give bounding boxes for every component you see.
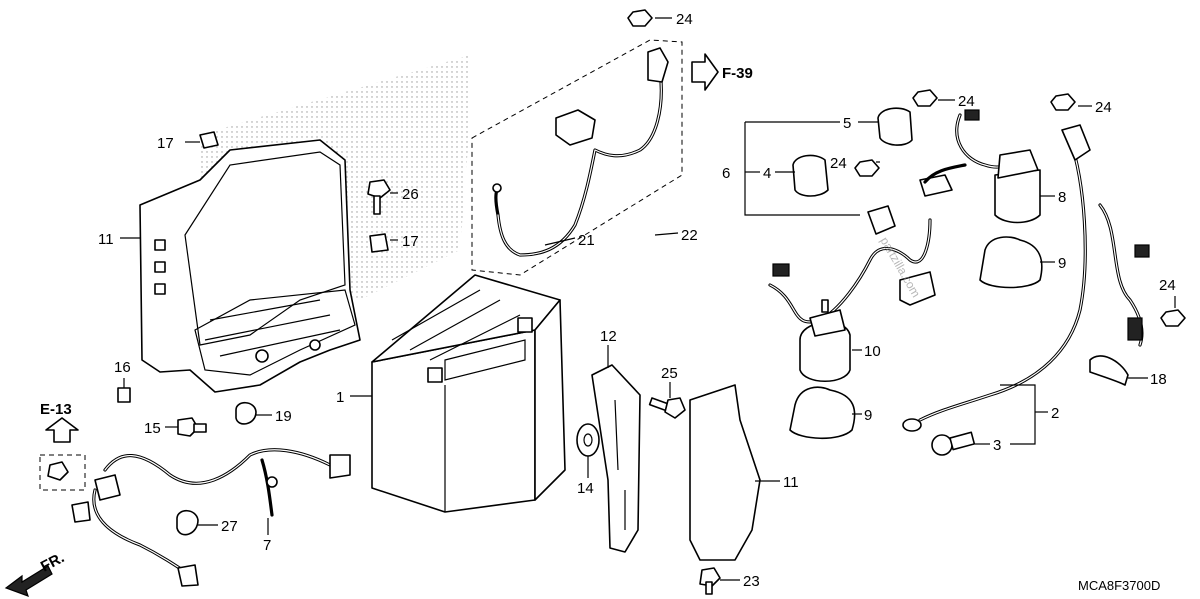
battery-box-inner <box>184 151 346 346</box>
callout: 24 <box>958 93 975 110</box>
grommet-14 <box>576 423 600 457</box>
callout: 4 <box>763 165 771 182</box>
bolt-26 <box>367 179 391 215</box>
callout: 12 <box>600 328 617 345</box>
band-18 <box>1089 355 1129 386</box>
callout: 24 <box>676 11 693 28</box>
battery <box>371 274 566 513</box>
relay-cover-bottom <box>789 386 856 440</box>
grommet-17a <box>199 131 219 149</box>
callout: 27 <box>221 518 238 535</box>
callout: 18 <box>1150 371 1167 388</box>
band-27 <box>176 509 199 536</box>
nuts-24 <box>627 9 1186 327</box>
e13-box <box>39 454 86 491</box>
callout: 16 <box>114 359 131 376</box>
battery-box-floor <box>194 289 356 376</box>
sub-harness <box>71 448 351 587</box>
callout: 6 <box>722 165 730 182</box>
callout: 8 <box>1058 189 1066 206</box>
callout: 24 <box>1095 99 1112 116</box>
callout: 9 <box>1058 255 1066 272</box>
battery-box <box>139 139 361 393</box>
callouts: 24 24 24 24 24 5 6 4 8 9 10 9 2 3 18 11 … <box>98 11 1176 590</box>
callout: 1 <box>336 389 344 406</box>
callout: 17 <box>157 135 174 152</box>
callout: 11 <box>783 474 799 491</box>
callout: 25 <box>661 365 678 382</box>
callout: 24 <box>1159 277 1176 294</box>
bolt-23 <box>699 567 721 595</box>
bolt-25 <box>648 397 686 419</box>
callout: 15 <box>144 420 161 437</box>
grommet-17b <box>369 233 389 253</box>
callout: 2 <box>1051 405 1059 422</box>
fr-arrow <box>4 565 53 597</box>
bolt-3 <box>931 431 976 456</box>
callout: 17 <box>402 233 419 250</box>
diagram-code: MCA8F3700D <box>1078 578 1160 593</box>
terminal-cover-4 <box>792 154 829 197</box>
f39-arrow <box>691 53 719 91</box>
callout: 14 <box>577 480 594 497</box>
band-19 <box>235 401 257 425</box>
cover-12 <box>689 384 761 561</box>
callout: 22 <box>681 227 698 244</box>
relay-cover-top <box>979 236 1043 289</box>
ref-e13: E-13 <box>40 401 72 418</box>
callout: 19 <box>275 408 292 425</box>
callout: 23 <box>743 573 760 590</box>
battery-box-group <box>139 55 470 393</box>
e13-arrow <box>45 417 79 443</box>
leader-lines <box>120 17 1176 581</box>
callout: 21 <box>578 232 595 249</box>
starter-solenoid <box>799 299 851 382</box>
clip-16 <box>117 387 131 403</box>
upper-cable-set <box>471 39 683 276</box>
terminal-cover-5 <box>877 107 913 146</box>
callout: 5 <box>843 115 851 132</box>
bolt-15 <box>177 417 207 437</box>
starter-relay <box>919 109 1041 224</box>
callout: 26 <box>402 186 419 203</box>
callout: 24 <box>830 155 847 172</box>
callout: 9 <box>864 407 872 424</box>
ground-cable <box>902 124 1150 432</box>
starter-cable <box>768 205 936 324</box>
ref-f39: F-39 <box>722 65 753 82</box>
callout: 3 <box>993 437 1001 454</box>
callout: 11 <box>98 231 114 248</box>
callout: 7 <box>263 537 271 554</box>
bracket-13 <box>591 364 641 553</box>
callout: 10 <box>864 343 881 360</box>
